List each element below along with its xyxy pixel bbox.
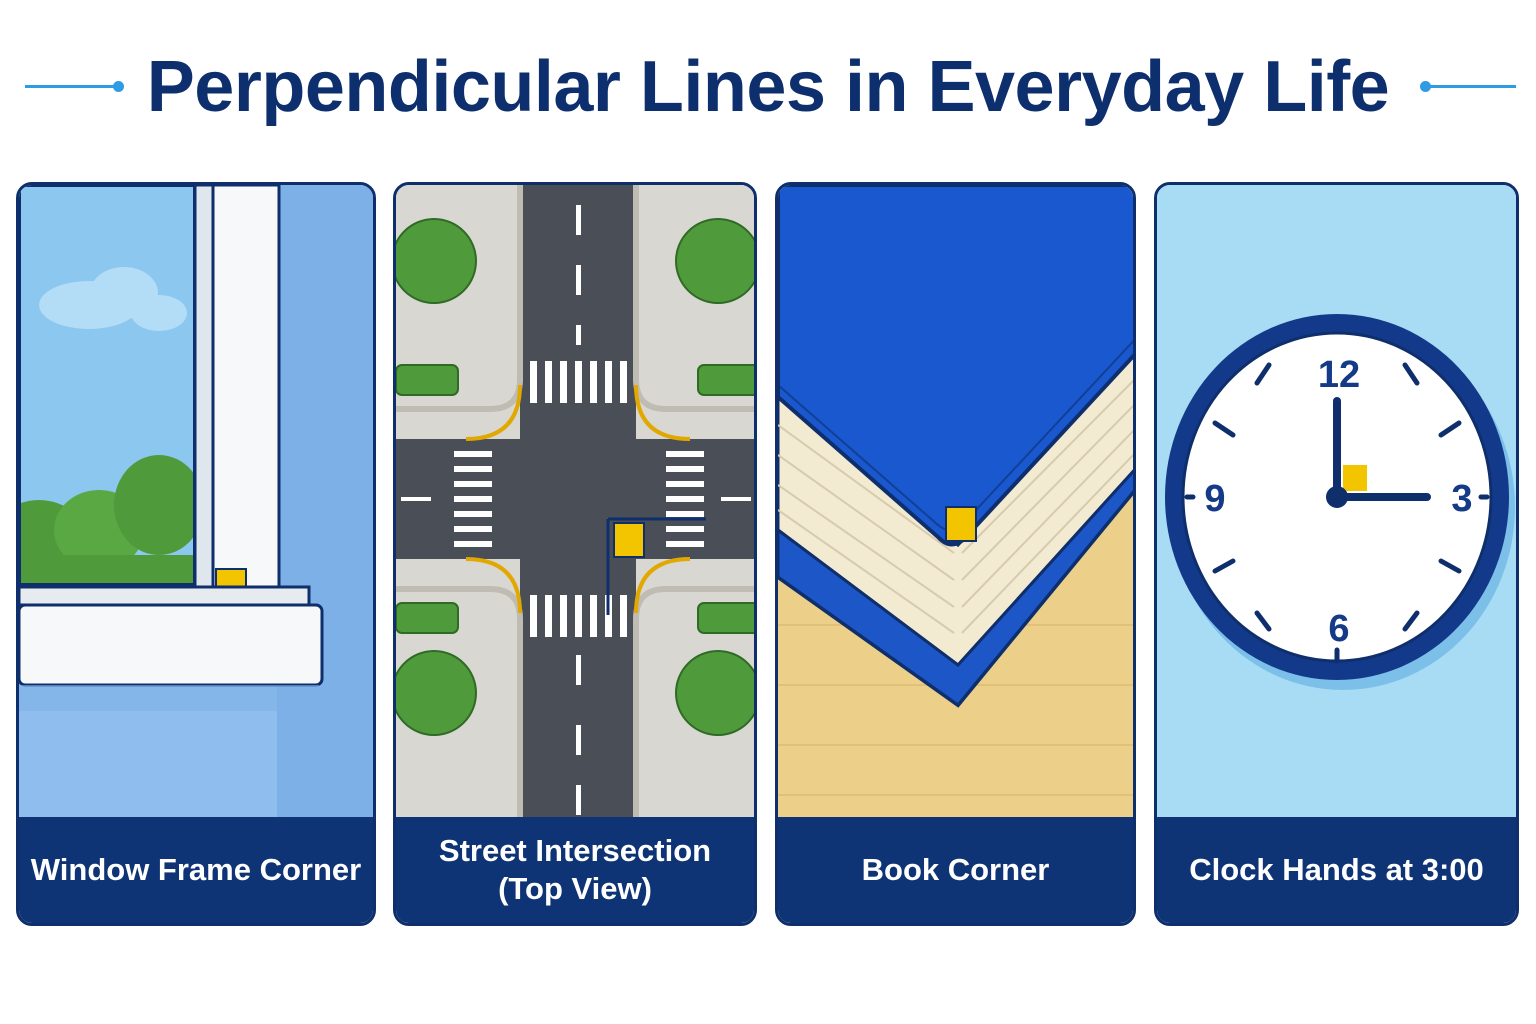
card-caption: Window Frame Corner (19, 817, 373, 923)
card-clock: 12 3 6 9 Clock Hands at 3:00 (1154, 182, 1519, 926)
caption-line-2: (Top View) (498, 871, 652, 906)
left-accent-line (25, 81, 124, 92)
caption-line-1: Street Intersection (438, 833, 712, 868)
card-street-intersection: Street Intersection (Top View) (393, 182, 757, 926)
page-title: Perpendicular Lines in Everyday Life (146, 47, 1390, 127)
card-caption: Clock Hands at 3:00 (1157, 817, 1516, 923)
clock-number-12: 12 (1318, 354, 1360, 396)
book-corner-illustration (778, 185, 1133, 825)
clock-number-9: 9 (1204, 478, 1225, 520)
card-caption: Street Intersection (Top View) (396, 817, 754, 923)
title-row: Perpendicular Lines in Everyday Life (0, 40, 1536, 135)
card-window-frame: Window Frame Corner (16, 182, 376, 926)
clock-illustration: 12 3 6 9 (1157, 185, 1516, 825)
street-intersection-illustration (396, 185, 754, 825)
card-caption: Book Corner (778, 817, 1133, 923)
card-book-corner: Book Corner (775, 182, 1136, 926)
window-frame-illustration (19, 185, 373, 825)
clock-number-6: 6 (1328, 608, 1349, 650)
right-accent-line (1420, 81, 1516, 92)
clock-number-3: 3 (1451, 478, 1472, 520)
